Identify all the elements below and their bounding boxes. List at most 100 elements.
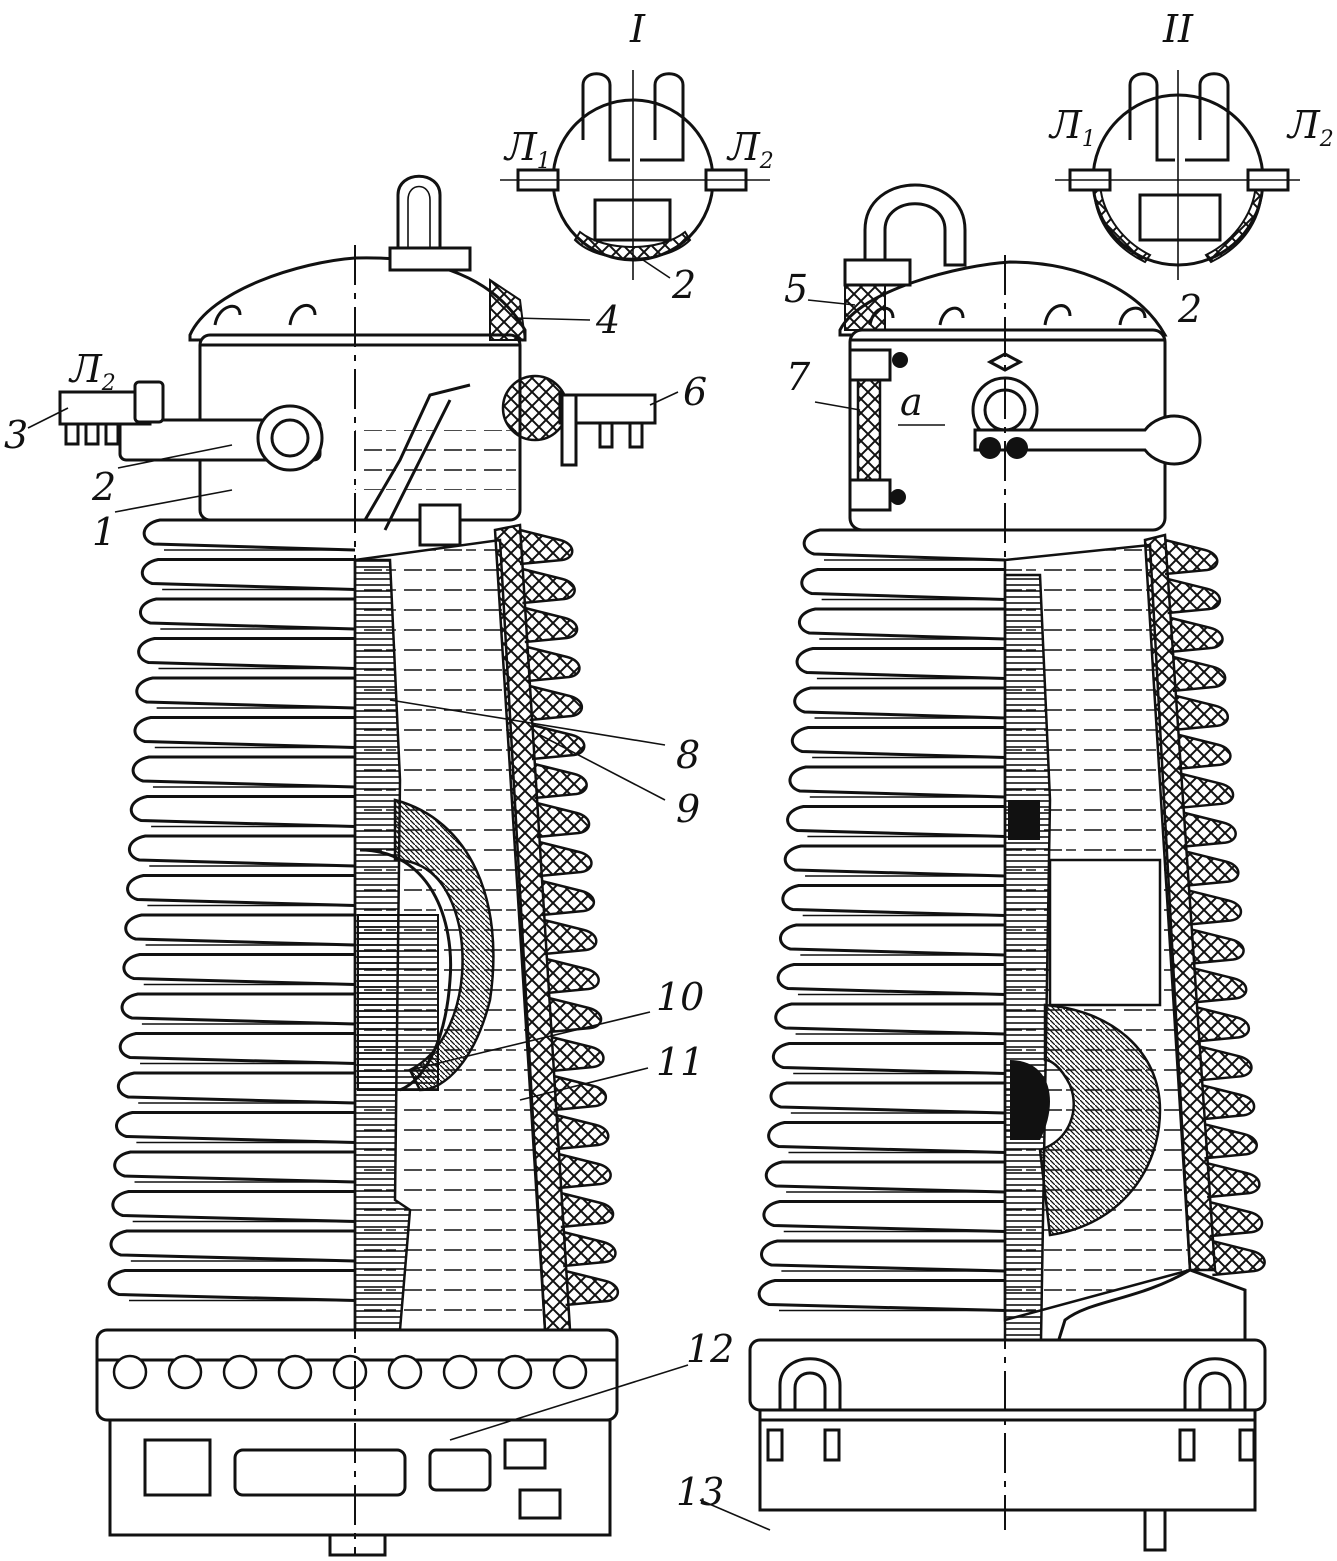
inset-view-i [500,70,770,280]
callout-11: 11 [656,1040,704,1084]
left-coil-arc [359,848,453,1092]
right-insulator-sheds [757,528,1006,1312]
right-drain-plug [1143,1508,1167,1552]
left-eye-inner [407,185,431,250]
right-base-plate [758,1408,1257,1512]
callout-9: 9 [676,787,700,831]
right-wall-shed [1191,928,1245,965]
callout-6: 6 [683,370,707,414]
callout-7: 7 [786,355,811,399]
inset-ii-lugs [1128,72,1230,162]
right-shed [779,923,1006,957]
left-terminal-bolts [64,422,120,446]
right-shed [793,686,1006,720]
left-base-bolt [552,1354,588,1390]
right-wall-shed [1196,1006,1251,1043]
left-secondary-bolts [598,421,644,449]
left-shed [142,518,356,552]
right-gauge-bolt-top [892,352,908,368]
right-lifting-eye [863,183,967,267]
right-base-lifting-loop-right [1183,1357,1247,1412]
callout-10: 10 [656,975,704,1019]
right-terminal-bolt-1 [979,437,1001,459]
inset-i-lugs [581,72,685,162]
right-core-dark [1008,800,1040,840]
left-shed [116,1071,356,1105]
text-labels: I II Л1 Л2 Л1 Л2 Л2 a 1 2 2 2 3 4 5 6 7 … [4,7,1334,1514]
left-terminal-post [133,380,165,424]
right-gauge-bolt-bottom [890,489,906,505]
left-lifting-eye [396,174,442,257]
left-shed [140,558,356,591]
right-shed [757,1279,1006,1312]
left-dome-hook-2 [288,304,317,326]
leader-11 [519,1067,649,1101]
left-lead-clamp [418,503,462,547]
left-shed [131,755,356,789]
right-wall-sheds [1164,538,1266,1277]
right-wall-shed [1183,811,1237,848]
right-wall-shed [1177,733,1232,770]
right-wall-shed [1204,1122,1258,1160]
left-shed [129,795,356,828]
left-base-bolt [442,1354,478,1390]
left-dome-hook-1 [213,304,242,326]
left-wall-shed [519,528,574,566]
left-wall-shed [541,879,596,917]
left-shed [111,1190,356,1223]
left-wall-shed [555,1113,610,1151]
right-clear-window [1048,858,1162,1007]
left-wall-shed [524,606,579,644]
right-wall-shed [1193,967,1248,1004]
left-shed [122,953,356,986]
right-transformer [748,183,1267,1552]
right-wall-shed [1209,1200,1264,1238]
right-gauge-top [848,348,892,382]
right-shed [776,963,1006,996]
left-wall-sheds [519,528,620,1307]
left-base-bolt [277,1354,313,1390]
right-wall-shed [1198,1045,1253,1082]
left-drain-plug [328,1533,387,1557]
left-wall-shed [565,1269,620,1307]
leader-8 [389,699,666,746]
inset-i-arc [573,230,692,260]
callout-2-inset-ii: 2 [1177,287,1202,331]
right-base-bolts [766,1428,1256,1462]
right-shed [783,844,1006,878]
leader-4 [514,317,591,321]
roman-i: I [629,7,646,51]
left-base-bolt [167,1354,203,1390]
callout-5: 5 [784,267,808,311]
label-l2-inset-i: Л2 [726,125,774,174]
right-eye-base [843,258,912,287]
leader-10 [409,1011,651,1071]
right-gasket-5 [844,284,886,331]
left-shed [124,913,356,947]
right-wall-shed [1169,616,1224,654]
leader-1 [114,489,233,513]
left-wall-shed [536,801,591,839]
right-shed [795,647,1006,680]
right-shed [786,805,1006,838]
left-wall-shed [522,567,576,605]
leader-3 [27,407,69,429]
leader-5 [807,299,856,306]
left-wall-shed [534,762,588,800]
left-shed [128,834,356,868]
callout-12: 12 [686,1327,734,1371]
right-diamond-mark [986,352,1024,372]
left-oil-line [355,430,520,490]
left-wall-shed [526,645,581,683]
left-inner-winding [357,914,439,1091]
left-shed [109,1229,356,1263]
leader-13 [699,1499,771,1531]
label-l2-left: Л2 [68,347,116,396]
right-shed [771,1042,1006,1075]
callout-4: 4 [595,298,620,342]
left-shed [133,716,356,749]
callout-13: 13 [676,1470,724,1514]
right-gauge-bottom [848,478,892,512]
label-l1-inset-ii: Л1 [1048,103,1096,152]
left-base-bolt [387,1354,423,1390]
